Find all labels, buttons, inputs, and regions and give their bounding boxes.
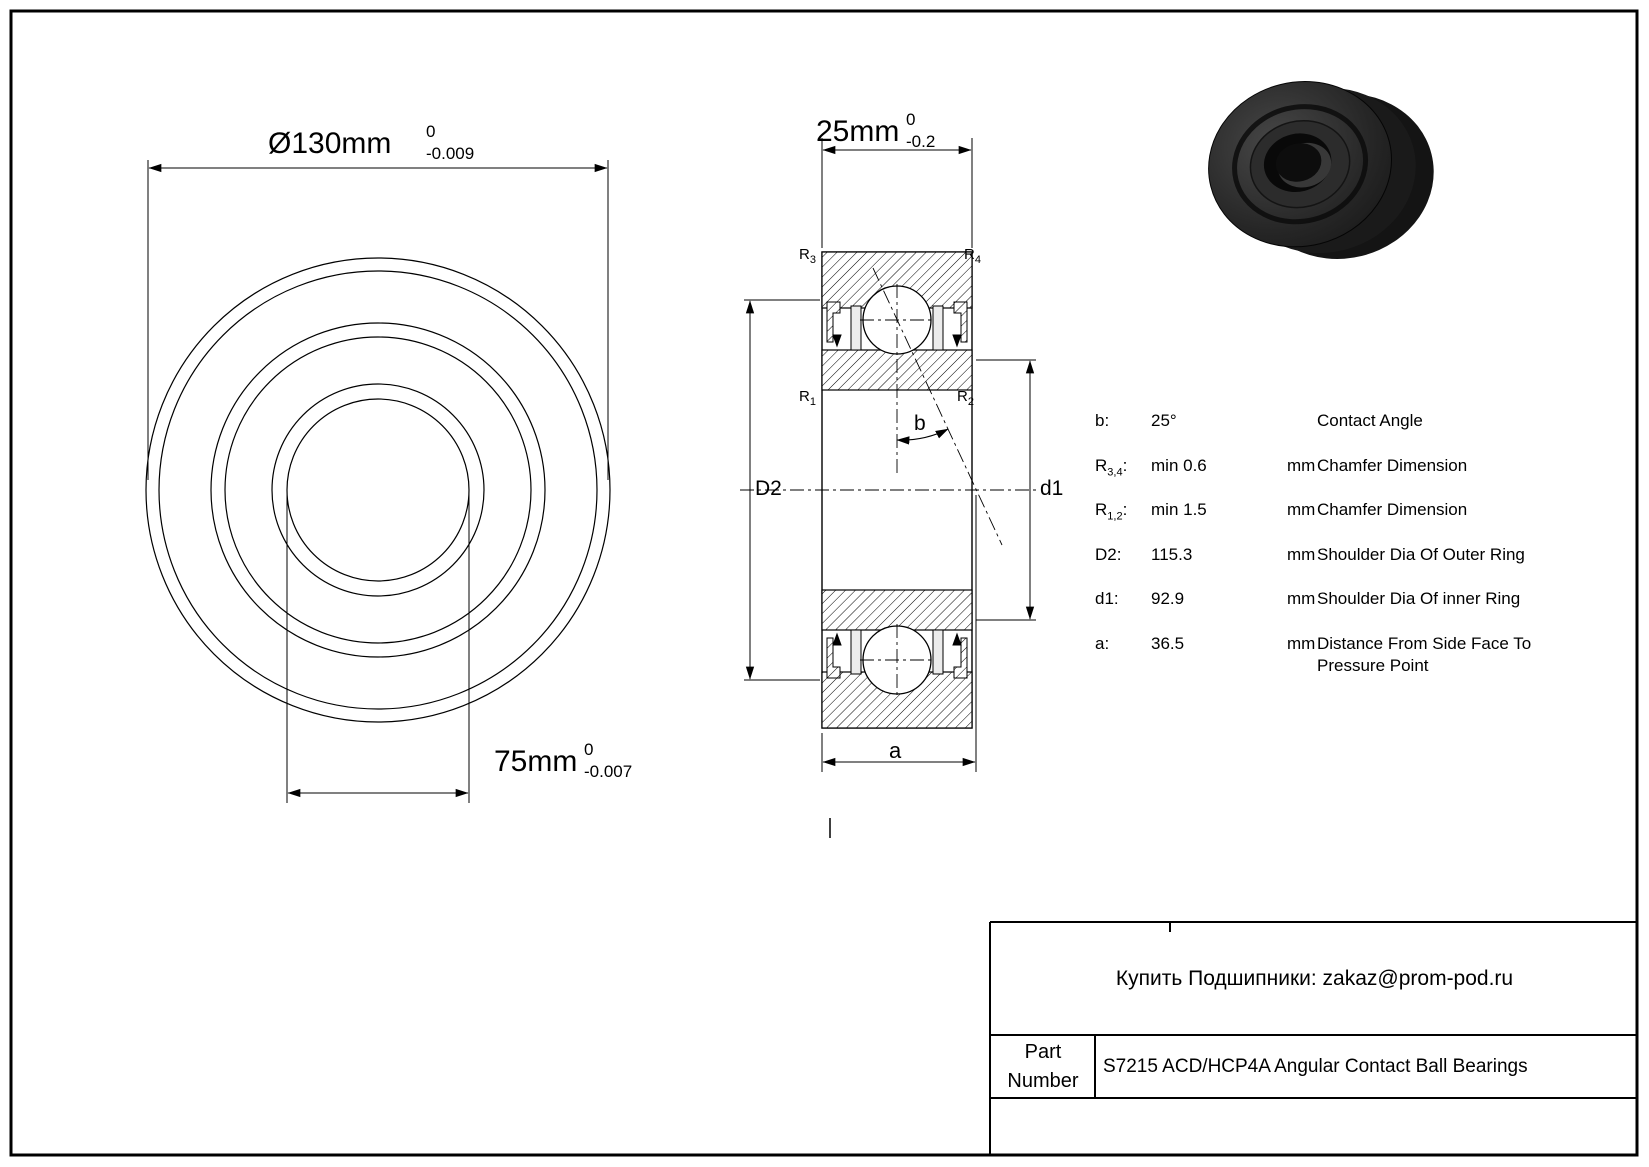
dim-width-tol-upper: 0: [906, 110, 916, 129]
dim-outer-tol-upper: 0: [426, 122, 436, 141]
cage-sections: [850, 305, 944, 675]
title-block-contact: Купить Подшипники: zakaz@prom-pod.ru: [1115, 966, 1514, 990]
spec-desc: Shoulder Dia Of inner Ring: [1317, 589, 1521, 608]
spec-row-d2: D2: 115.3 mm Shoulder Dia Of Outer Ring: [1095, 544, 1545, 589]
contact-angle-line: [872, 267, 1003, 546]
spec-param: R3,4:: [1095, 455, 1151, 480]
dim-a-lines: [821, 495, 977, 772]
spec-value: 92.9: [1151, 589, 1185, 608]
spec-unit: mm: [1287, 589, 1316, 608]
spec-desc: Chamfer Dimension: [1317, 500, 1468, 519]
dim-d2-lines: [744, 299, 820, 681]
spec-param-colon: :: [1122, 455, 1128, 475]
spec-table: b: 25° Contact Angle R3,4: min 0.6 mm Ch…: [1095, 410, 1545, 677]
spec-row-r34: R3,4: min 0.6 mm Chamfer Dimension: [1095, 455, 1545, 500]
spec-param-sub: 3,4: [1107, 465, 1123, 478]
dim-outer-tol-lower: -0.009: [426, 144, 475, 163]
title-block-part-label: Part Number: [992, 1037, 1094, 1096]
spec-row-d1: d1: 92.9 mm Shoulder Dia Of inner Ring: [1095, 588, 1545, 633]
spec-param-colon: :: [1122, 500, 1128, 519]
spec-param-colon: :: [1104, 633, 1110, 653]
label-r1-base: R: [799, 388, 810, 405]
dim-outer-diameter-label: Ø130mm: [268, 127, 392, 160]
spec-param: a:: [1095, 633, 1151, 658]
dim-outer-diameter-lines: [147, 160, 609, 480]
spec-desc: Shoulder Dia Of Outer Ring: [1317, 544, 1525, 564]
spec-param-colon: :: [1113, 589, 1119, 608]
spec-value: min 0.6: [1151, 455, 1207, 475]
label-r3: R3: [799, 247, 816, 266]
front-view-circle: [210, 322, 546, 658]
part-label-line1: Part: [1024, 1040, 1062, 1063]
section-view: [740, 138, 1040, 838]
label-r2-base: R: [957, 388, 968, 405]
label-r1: R1: [799, 389, 816, 408]
page-border: [9, 9, 1639, 1157]
spec-value: 36.5: [1151, 633, 1185, 653]
dim-bore-diameter-lines: [286, 494, 470, 803]
spec-value: 25°: [1151, 411, 1177, 430]
spec-unit: mm: [1287, 455, 1316, 475]
spec-param: R1,2:: [1095, 499, 1151, 524]
spec-param-sub: 1,2: [1107, 510, 1123, 523]
front-view: [145, 257, 611, 723]
label-r4: R4: [964, 247, 981, 266]
spec-row-r12: R1,2: min 1.5 mm Chamfer Dimension: [1095, 499, 1545, 544]
spec-param-base: R: [1095, 455, 1108, 475]
spec-param-base: D2: [1095, 544, 1117, 564]
spec-row-a: a: 36.5 mm Distance From Side Face To Pr…: [1095, 633, 1545, 678]
label-r2-sub: 2: [967, 396, 974, 408]
spec-desc: Contact Angle: [1317, 411, 1423, 430]
label-r3-base: R: [799, 246, 810, 263]
part-label-line2: Number: [1007, 1069, 1079, 1092]
front-view-circle: [286, 398, 470, 582]
front-view-circle: [271, 383, 485, 597]
label-r3-sub: 3: [809, 254, 816, 266]
dim-bore-tol-lower: -0.007: [584, 762, 633, 781]
dim-width-label: 25mm: [816, 115, 900, 148]
spec-param-colon: :: [1104, 411, 1110, 430]
label-b: b: [914, 412, 926, 435]
spec-unit: mm: [1287, 500, 1316, 519]
label-a: a: [889, 738, 902, 763]
label-r1-sub: 1: [809, 396, 816, 408]
dim-width-lines: [821, 138, 973, 248]
spec-param-colon: :: [1116, 544, 1122, 564]
front-view-circle: [145, 257, 611, 723]
spec-value: 115.3: [1151, 544, 1193, 564]
spec-param: b:: [1095, 410, 1151, 435]
dim-d1-lines: [976, 359, 1036, 621]
title-block-borders: [989, 921, 1637, 1155]
label-r4-sub: 4: [974, 254, 981, 266]
dim-bore-diameter-label: 75mm: [494, 745, 578, 778]
front-view-circle: [158, 270, 598, 710]
dim-bore-tol-upper: 0: [584, 740, 594, 759]
seal-sections: [826, 301, 968, 679]
spec-param-base: R: [1095, 500, 1108, 519]
inner-ring-bottom-section: [821, 589, 973, 631]
front-view-circle: [224, 336, 532, 644]
bearing-product-photo: [1208, 81, 1434, 259]
spec-desc: Chamfer Dimension: [1317, 455, 1468, 475]
title-block-part-description: S7215 ACD/HCP4A Angular Contact Ball Bea…: [1103, 1055, 1528, 1077]
spec-param-base: d1: [1095, 589, 1114, 608]
spec-row-b: b: 25° Contact Angle: [1095, 410, 1545, 455]
label-r4-base: R: [964, 246, 975, 263]
spec-param-base: a: [1095, 633, 1105, 653]
spec-param-base: b: [1095, 411, 1105, 430]
spec-value: min 1.5: [1151, 500, 1207, 519]
spec-unit: mm: [1287, 633, 1316, 653]
spec-param: D2:: [1095, 544, 1151, 569]
dim-width-tol-lower: -0.2: [906, 132, 936, 151]
spec-param: d1:: [1095, 588, 1151, 613]
dim-b-angle: [896, 428, 949, 445]
spec-desc: Distance From Side Face To Pressure Poin…: [1317, 633, 1532, 676]
label-d2: D2: [755, 477, 782, 500]
label-d1: d1: [1040, 477, 1064, 500]
spec-unit: mm: [1287, 544, 1316, 564]
label-r2: R2: [957, 389, 974, 408]
